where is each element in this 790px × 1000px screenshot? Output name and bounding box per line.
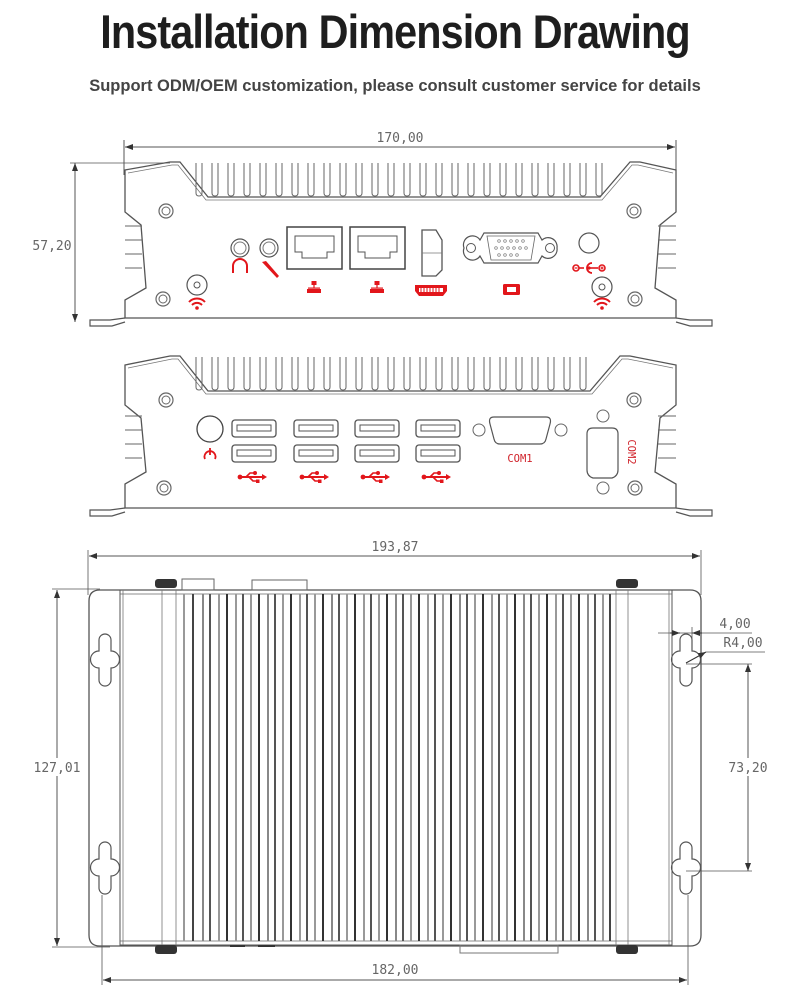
com1-label: COM1 (507, 453, 532, 465)
front-width-dimension: 170,00 (377, 131, 424, 146)
headphone-jack (230, 238, 250, 273)
front-view: 170,00 57,20 (32, 131, 713, 327)
rear-view: COM1 COM2 (89, 355, 713, 517)
page-subtitle: Support ODM/OEM customization, please co… (89, 77, 701, 95)
wifi-icon (188, 297, 206, 311)
usb-icon (359, 470, 391, 484)
depth-dimension: 127,01 (34, 761, 81, 776)
microphone-icon (262, 261, 279, 278)
slot-width-dimension: 4,00 (719, 617, 750, 632)
power-icon (203, 448, 217, 460)
mount-spacing-dimension: 73,20 (728, 761, 767, 776)
power-button (196, 415, 224, 460)
usb-port-group-4 (415, 419, 461, 484)
hdmi-port (415, 229, 447, 296)
wifi-antenna-right (591, 276, 613, 311)
overall-width-dimension: 193,87 (372, 540, 419, 555)
usb-port-group-2 (293, 419, 339, 484)
network-icon (370, 281, 384, 293)
vga-icon (503, 284, 520, 295)
network-icon (307, 281, 321, 293)
microphone-jack (259, 238, 279, 278)
usb-icon (236, 470, 268, 484)
page-title: Installation Dimension Drawing (100, 5, 690, 58)
com2-port: COM2 (586, 409, 637, 495)
dc-power-in (572, 232, 606, 274)
headphone-icon (232, 258, 248, 273)
front-height-dimension: 57,20 (32, 239, 71, 254)
lan-port-1 (286, 226, 343, 293)
usb-icon (298, 470, 330, 484)
slot-radius-dimension: R4,00 (723, 636, 762, 651)
usb-icon (420, 470, 452, 484)
lan-port-2 (349, 226, 406, 293)
mount-hole-width-dimension: 182,00 (372, 963, 419, 978)
com1-port: COM1 (472, 416, 568, 465)
wifi-icon (593, 297, 611, 311)
vga-port (462, 232, 558, 295)
top-view: 193,87 127,01 (28, 540, 774, 985)
usb-port-group-3 (354, 419, 400, 484)
mounting-slots (89, 633, 702, 895)
usb-port-group-1 (231, 419, 277, 484)
wifi-antenna-left (186, 274, 208, 311)
com2-label: COM2 (625, 439, 637, 464)
hdmi-icon (415, 285, 447, 296)
dc-power-icon (572, 262, 606, 274)
